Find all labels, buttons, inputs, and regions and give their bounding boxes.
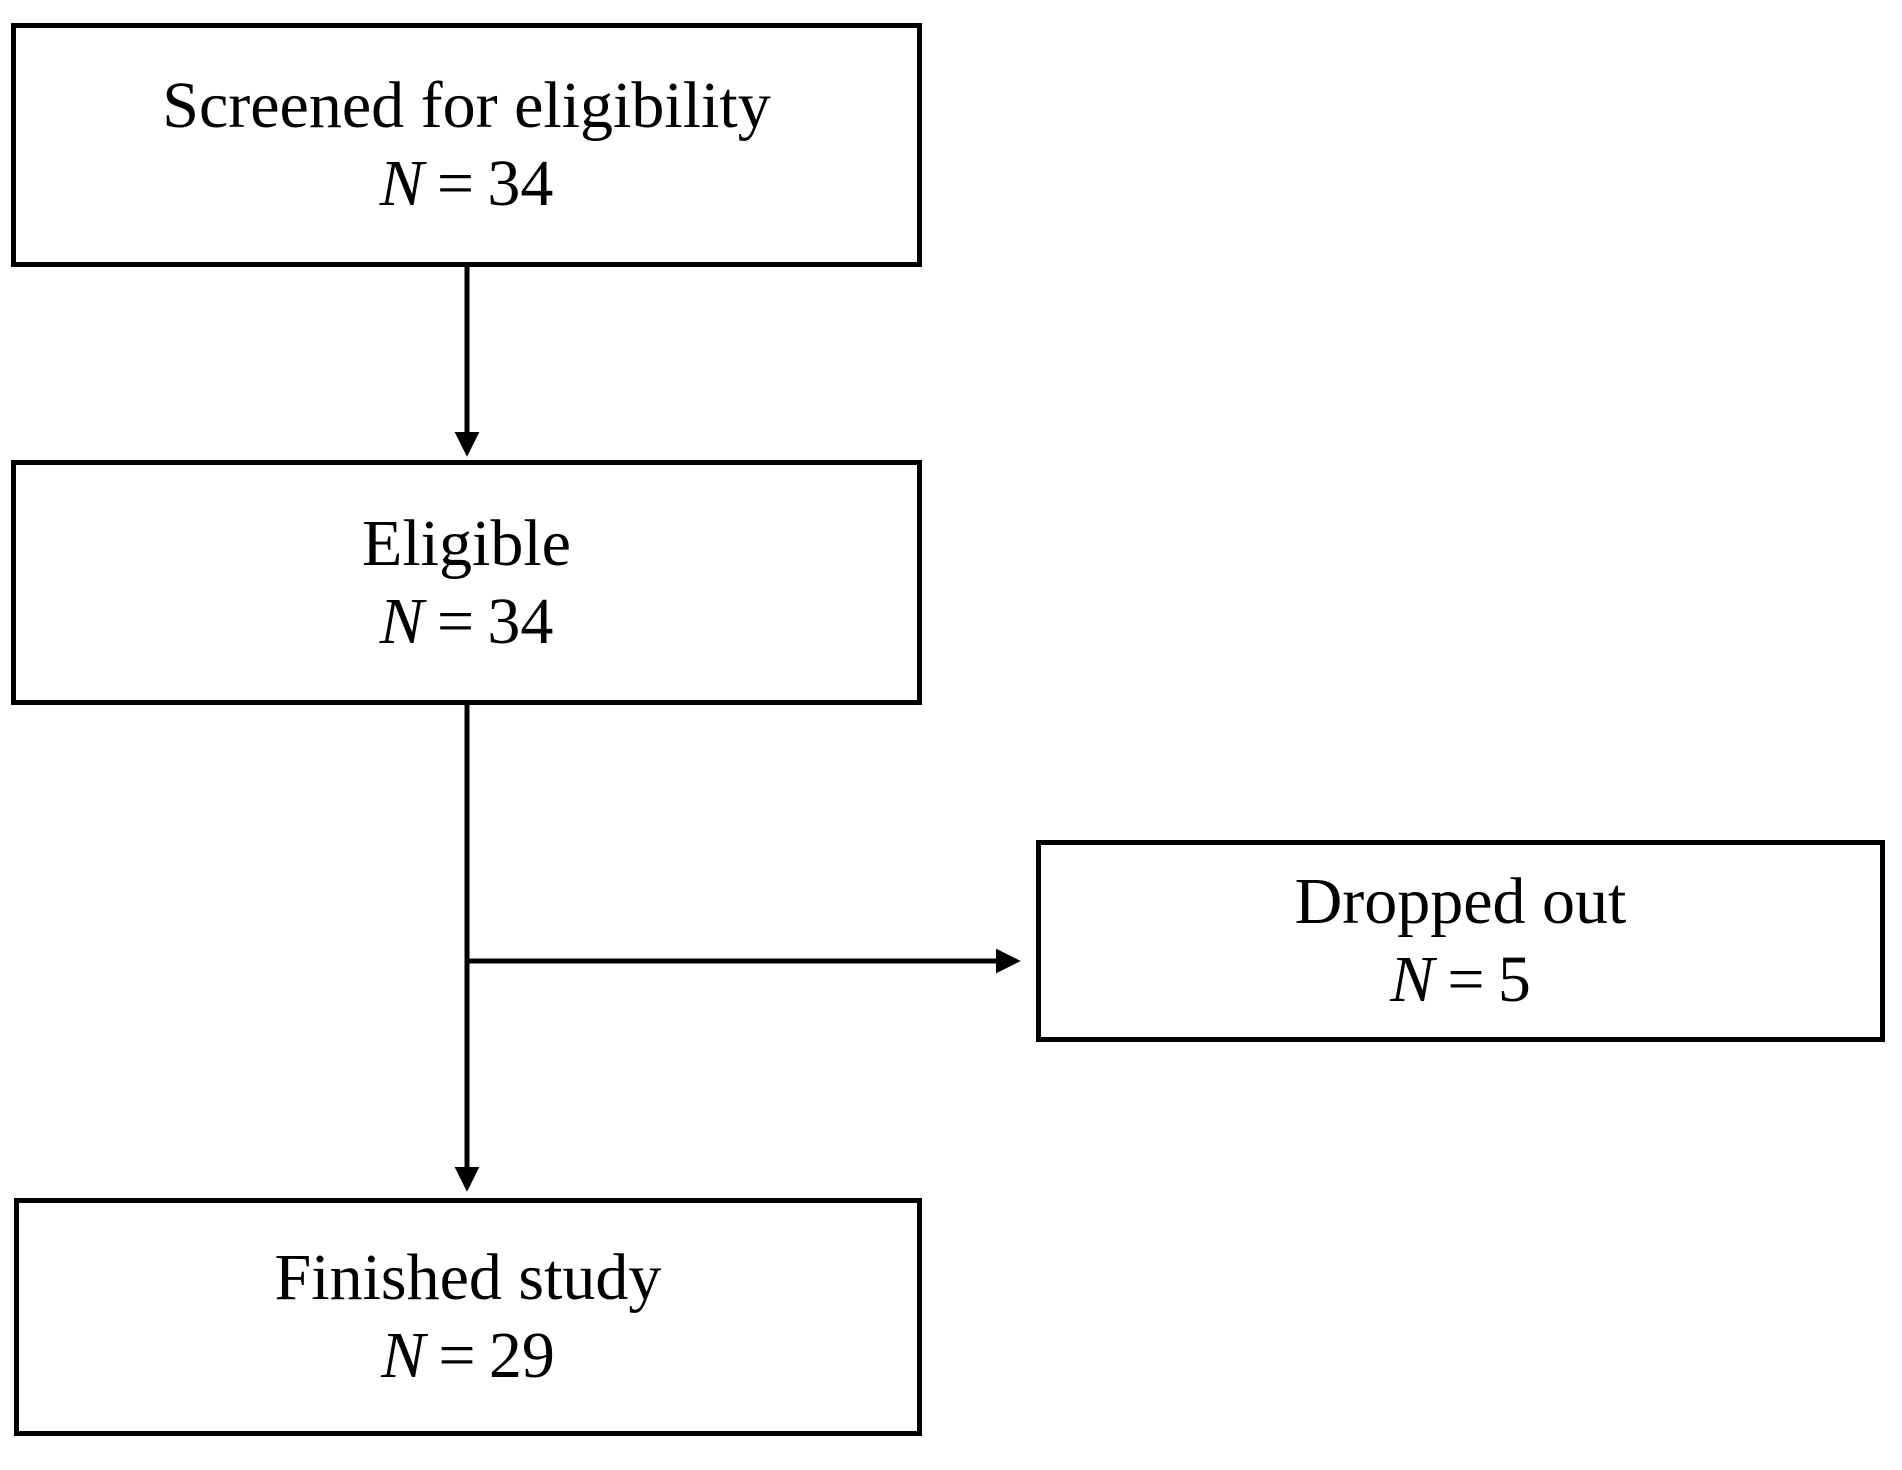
n-symbol: N [379, 584, 424, 658]
n-value: 34 [487, 584, 554, 658]
box-title: Dropped out [1294, 865, 1627, 938]
box-sample-size: N=5 [1390, 941, 1531, 1019]
box-sample-size: N=34 [380, 145, 554, 223]
box-title: Eligible [362, 506, 571, 580]
box-title: Screened for eligibility [162, 69, 771, 142]
n-equals: = [436, 584, 475, 658]
n-symbol: N [379, 147, 424, 220]
n-equals: = [438, 1319, 476, 1392]
flow-box-finished-study: Finished study N=29 [14, 1198, 922, 1436]
box-sample-size: N=29 [381, 1317, 555, 1395]
n-value: 5 [1497, 943, 1531, 1016]
n-symbol: N [381, 1319, 426, 1392]
n-equals: = [436, 147, 475, 220]
flow-box-eligible: Eligible N=34 [11, 460, 922, 705]
box-title: Finished study [274, 1241, 662, 1314]
n-symbol: N [1390, 943, 1435, 1016]
n-value: 34 [487, 147, 554, 220]
n-value: 29 [488, 1319, 555, 1392]
box-sample-size: N=34 [380, 583, 554, 661]
flow-box-screened: Screened for eligibility N=34 [11, 23, 922, 267]
flow-box-dropped-out: Dropped out N=5 [1036, 840, 1885, 1042]
n-equals: = [1447, 943, 1485, 1016]
